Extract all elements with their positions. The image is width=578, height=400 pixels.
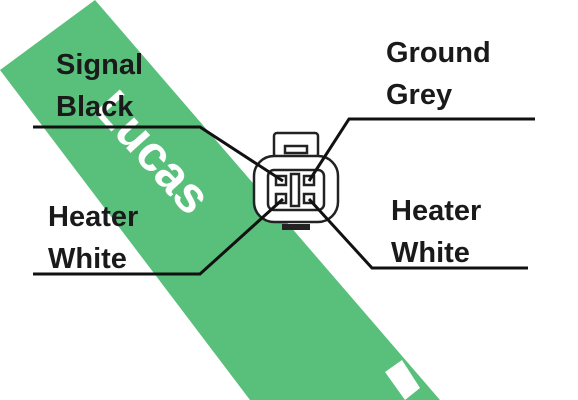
label-signal-line2: Black — [56, 91, 134, 123]
wire-ground — [307, 117, 535, 182]
connector-pin-4 — [302, 192, 316, 205]
label-heater-white-left: Heater White — [48, 196, 138, 280]
label-heater-left-line2: White — [48, 243, 127, 275]
label-signal-black: Signal Black — [56, 44, 143, 128]
connector-key-bar — [289, 172, 301, 208]
label-ground-line2: Grey — [386, 79, 453, 111]
wire-heater-left — [33, 197, 285, 276]
watermark-notch — [385, 360, 420, 400]
watermark-stripe — [0, 0, 440, 400]
connector-pin-3 — [274, 192, 288, 205]
label-heater-right-line2: White — [391, 237, 470, 269]
label-heater-white-right: Heater White — [391, 190, 481, 274]
label-ground-grey: Ground Grey — [386, 32, 491, 116]
wire-heater-right — [307, 197, 528, 270]
connector-latch — [282, 224, 310, 230]
label-heater-right-line1: Heater — [391, 195, 482, 227]
label-signal-line1: Signal — [56, 49, 144, 81]
connector-tab-slot — [283, 144, 309, 155]
wires — [33, 117, 535, 276]
label-heater-left-line1: Heater — [48, 201, 139, 233]
label-ground-line1: Ground — [386, 37, 491, 69]
wire-signal — [33, 125, 284, 183]
